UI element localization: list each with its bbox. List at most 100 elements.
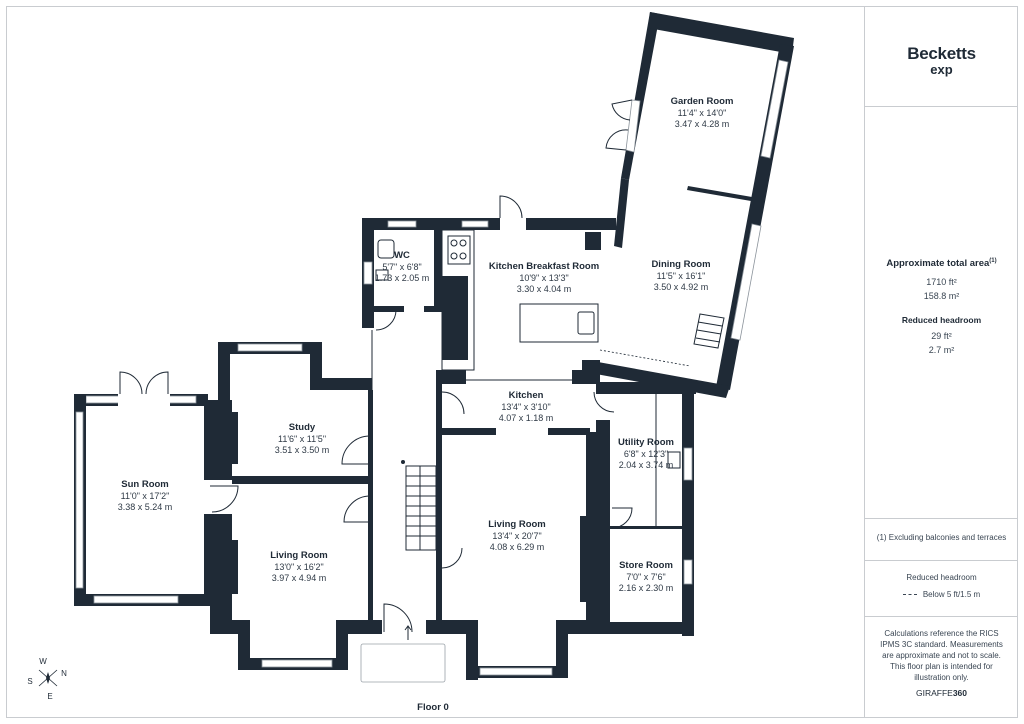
- wc-right-wall: [434, 230, 442, 310]
- entrance-hallway-label-box: [360, 643, 446, 683]
- kitchen-top-window-2: [461, 220, 489, 228]
- room-name: Living Room: [270, 550, 328, 561]
- room-dims-metric: 3.30 x 4.04 m: [517, 284, 572, 294]
- kitchen-lower-wall-left: [436, 370, 466, 384]
- room-dims-metric: 2.16 x 2.30 m: [619, 583, 674, 593]
- compass-n: N: [61, 669, 67, 678]
- room-name: Dining Room: [651, 259, 710, 270]
- hall-entry-arrow: [404, 625, 412, 631]
- floor-label: Floor 0: [417, 702, 449, 713]
- info-sidebar: Becketts exp Approximate total area(1) 1…: [864, 6, 1018, 718]
- utility-top-wall: [596, 382, 696, 394]
- study-left-wall: [218, 342, 230, 406]
- brand-logo: Becketts exp: [865, 44, 1018, 77]
- room-dims-metric: 1.73 x 2.05 m: [375, 273, 430, 283]
- wc-window: [363, 261, 373, 285]
- compass-needle-icon: [46, 672, 50, 684]
- kitchen-hob: [447, 235, 471, 265]
- brand-sub: exp: [930, 62, 953, 77]
- wc-basin: [375, 269, 389, 281]
- hall-right-wall: [436, 384, 442, 634]
- living-bay-left: [210, 620, 250, 670]
- room-name: Store Room: [619, 560, 673, 571]
- hob-ring-2: [459, 239, 467, 247]
- room-dims-metric: 3.51 x 3.50 m: [275, 445, 330, 455]
- footer-brand: GIRAFFE360: [915, 688, 968, 698]
- room-dims-imperial: 7'0" x 7'6": [626, 572, 665, 582]
- garden-door-swing-top: [611, 99, 633, 121]
- utility-left-wall: [596, 420, 610, 630]
- room-dims-metric: 4.07 x 1.18 m: [499, 413, 554, 423]
- sidebar-divider: [865, 560, 1018, 561]
- dining-left-wall: [614, 178, 629, 248]
- hob-ring-1: [450, 239, 458, 247]
- kitchen-door-swing-left: [441, 391, 465, 415]
- room-name: Living Room: [488, 519, 546, 530]
- kitchen-tall-units: [442, 276, 468, 360]
- store-door-swing: [611, 507, 633, 529]
- living-centre-door-swing: [441, 547, 463, 569]
- legend-row: Below 5 ft/1.5 m: [865, 589, 1018, 600]
- kitchen-island: [519, 303, 599, 343]
- area-m: 158.8 m²: [923, 291, 960, 302]
- room-name: Study: [289, 422, 316, 433]
- wc-door-swing: [375, 309, 397, 331]
- sidebar-divider: [865, 106, 1018, 107]
- kitchen-back-door-swing: [499, 195, 523, 219]
- sunroom-left-window: [75, 411, 84, 589]
- headroom-title: Reduced headroom: [901, 315, 982, 326]
- room-name: Sun Room: [121, 479, 169, 490]
- living-bay-right: [336, 620, 376, 670]
- compass-s: S: [27, 677, 32, 686]
- kitchen-utility-wall: [582, 360, 600, 384]
- room-dims-imperial: 13'0" x 16'2": [274, 562, 323, 572]
- study-notch-wall: [310, 378, 372, 390]
- room-dims-metric: 3.97 x 4.94 m: [272, 573, 327, 583]
- page-frame: [6, 6, 1018, 718]
- room-dims-imperial: 11'6" x 11'5": [278, 434, 326, 444]
- kitchen-back-door-gap: [500, 217, 526, 231]
- room-dims-imperial: 11'0" x 17'2": [121, 491, 170, 501]
- store-window: [683, 559, 693, 585]
- garden-wing-bottom-wall: [596, 362, 730, 398]
- sunroom-bottom-window: [93, 595, 179, 604]
- study-top-window: [237, 343, 303, 352]
- area-summary: Approximate total area(1) 1710 ft² 158.8…: [865, 258, 1018, 355]
- room-dims-imperial: 6'8" x 12'3": [624, 449, 668, 459]
- kitchen-divider-right: [548, 428, 590, 435]
- room-dims-imperial: 11'5" x 16'1": [657, 271, 706, 281]
- room-dims-imperial: 5'7" x 6'8": [382, 262, 421, 272]
- dining-right-window: [730, 223, 762, 341]
- hallway-block: [368, 330, 463, 640]
- area-ft: 1710 ft²: [926, 277, 957, 288]
- living-centre-bay-right: [556, 620, 610, 678]
- kitchen-block: [362, 195, 616, 435]
- kitchen-divider-left: [442, 428, 496, 435]
- hob-ring-4: [459, 252, 467, 260]
- living-centre-fireplace: [580, 516, 598, 602]
- sidebar-divider: [865, 518, 1018, 519]
- room-dims-imperial: 11'4" x 14'0": [678, 108, 727, 118]
- legend-title: Reduced headroom: [906, 573, 977, 582]
- garden-dining-divider: [687, 186, 752, 201]
- area-title: Approximate total area(1): [886, 258, 997, 270]
- compass-e: E: [47, 692, 52, 701]
- study-fireplace: [224, 412, 238, 464]
- hob-ring-3: [450, 252, 458, 260]
- living-centre-bay-left: [436, 620, 478, 680]
- garden-left-door: [625, 99, 641, 153]
- room-dims-metric: 3.50 x 4.92 m: [654, 282, 709, 292]
- sidebar-divider: [865, 616, 1018, 617]
- hall-stairs: [401, 460, 437, 551]
- wc-bottom-wall-right: [424, 306, 442, 312]
- utility-store-block: [596, 382, 696, 636]
- living-centre-bay-window: [479, 667, 553, 676]
- room-dims-imperial: 13'4" x 3'10": [501, 402, 550, 412]
- garden-door-swing-bottom: [605, 129, 629, 151]
